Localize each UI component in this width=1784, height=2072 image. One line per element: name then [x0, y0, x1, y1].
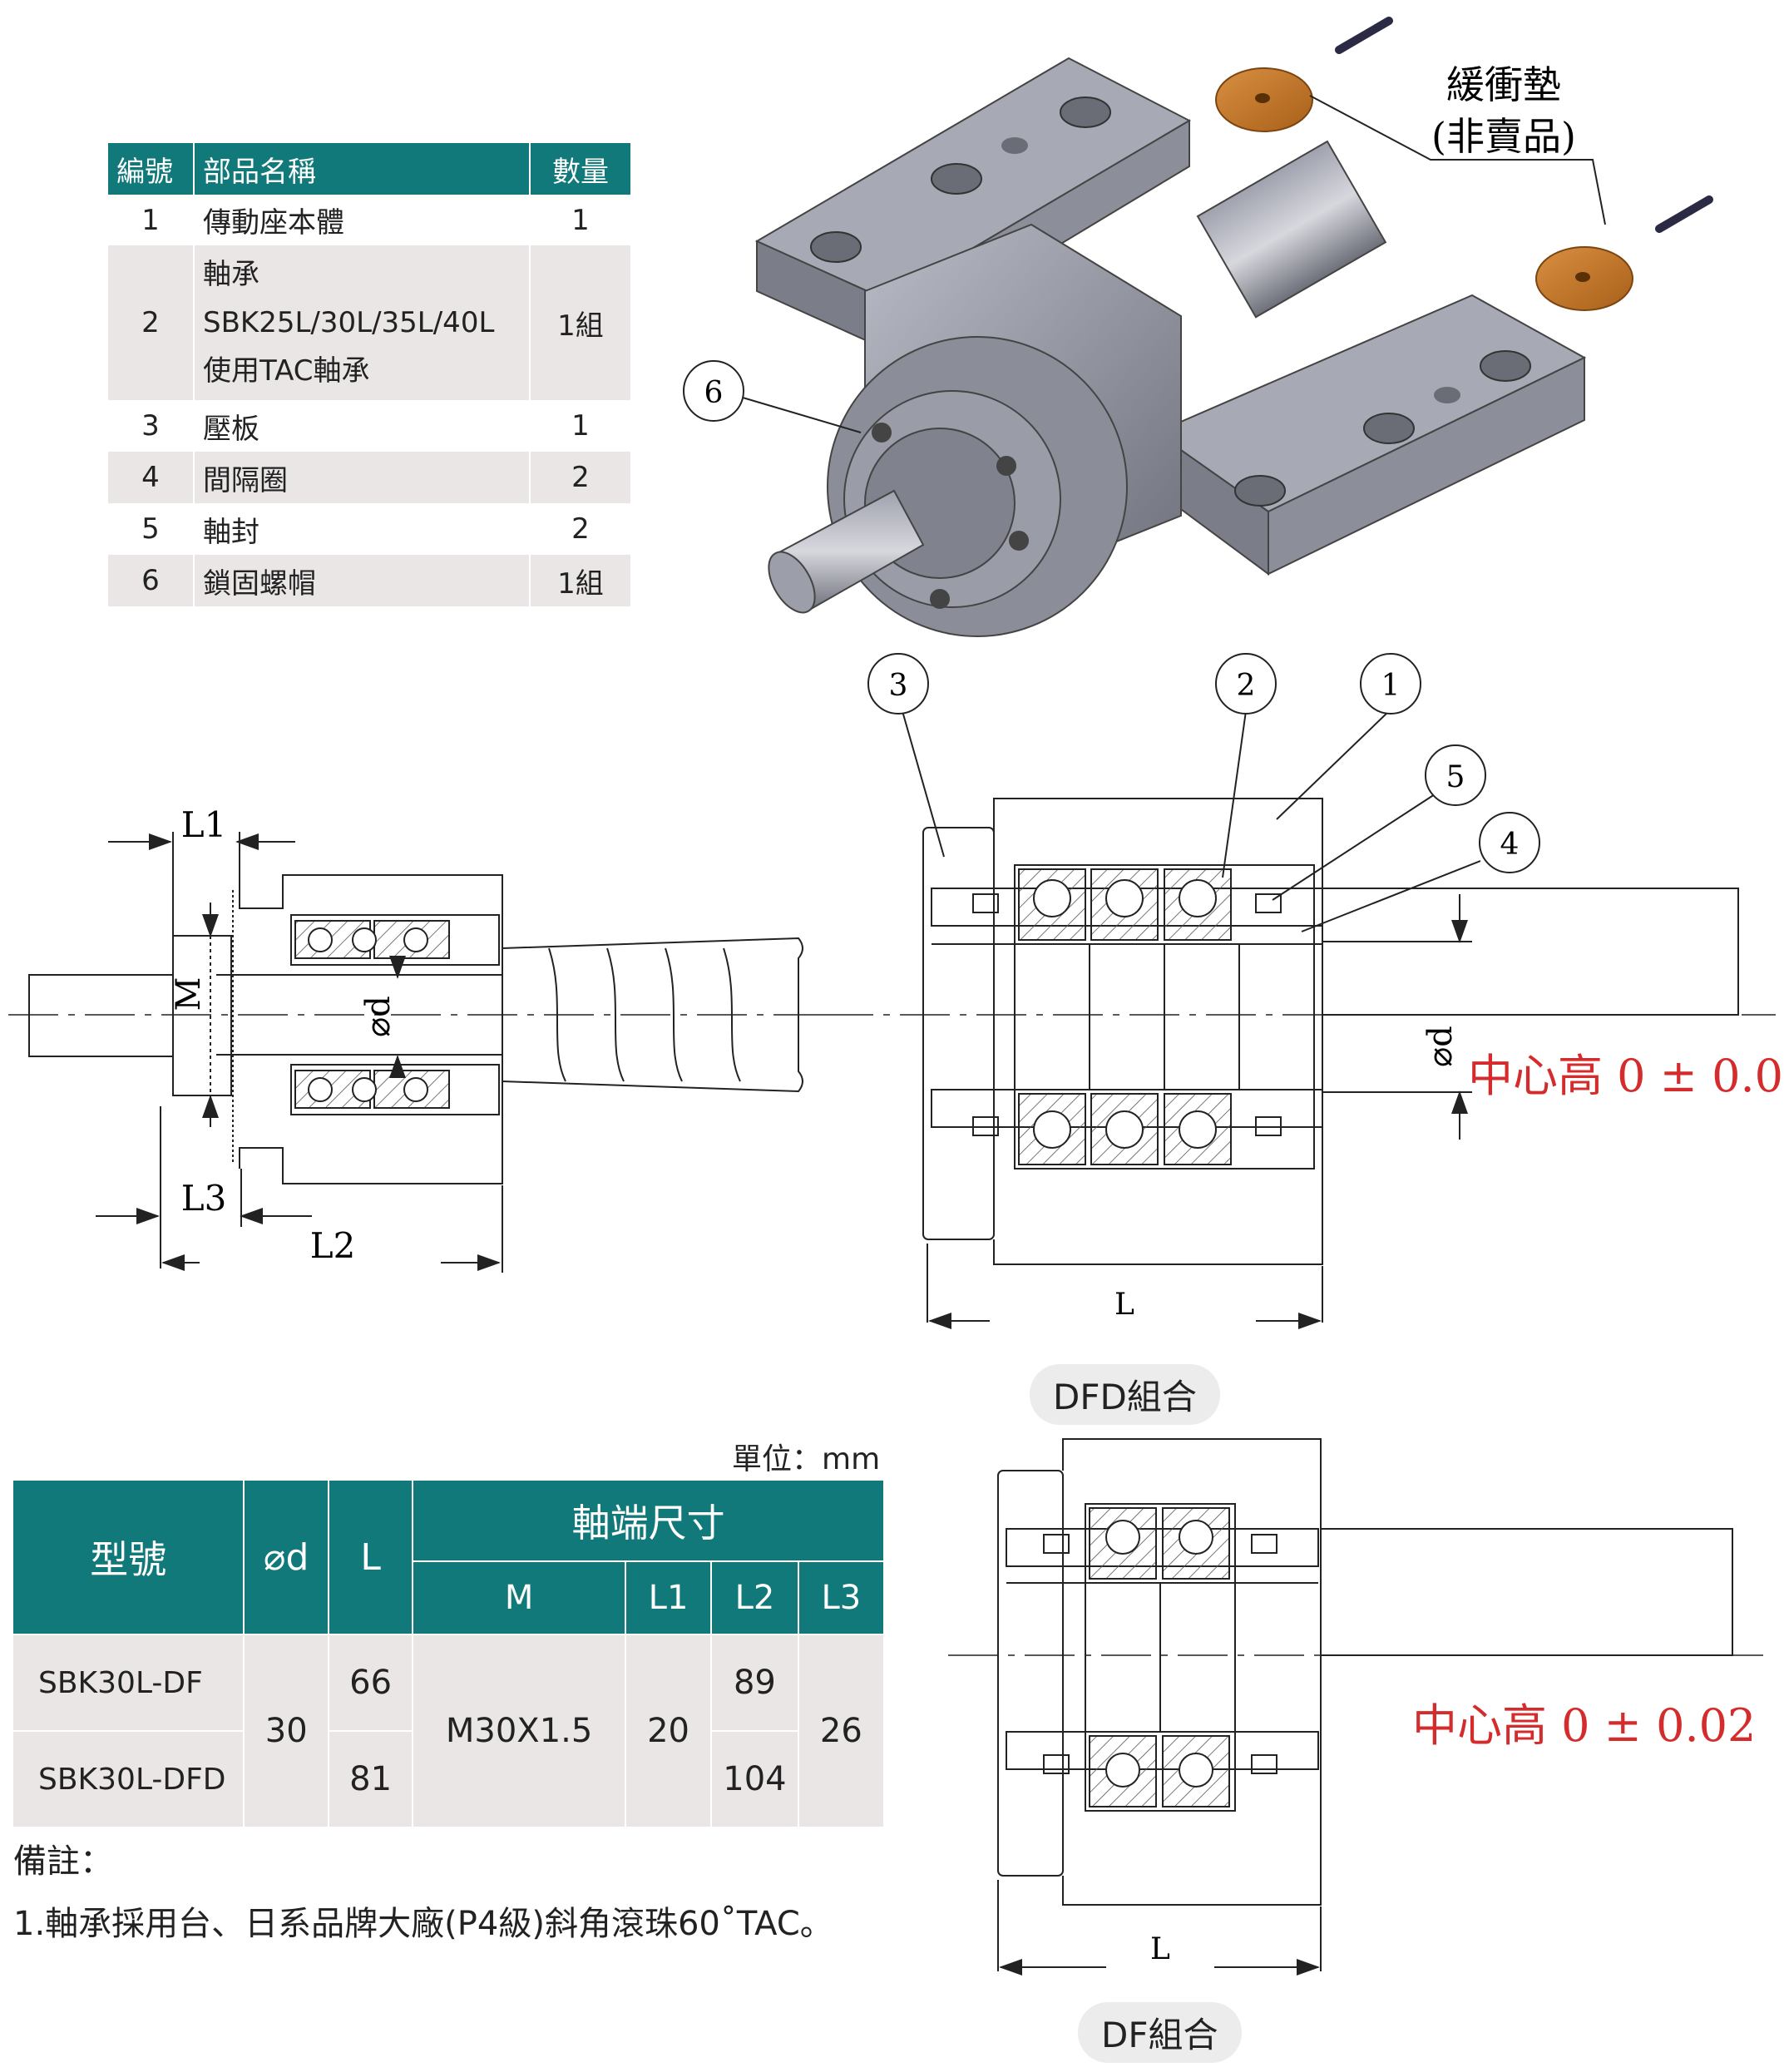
unit-label: 單位：mm — [732, 1442, 881, 1476]
parts-header-qty: 數量 — [530, 143, 632, 195]
part-qty: 2 — [530, 452, 632, 503]
dim-phid-dfd: ⌀d — [1421, 1026, 1460, 1067]
spec-M: M30X1.5 — [412, 1634, 626, 1828]
bumper-label-line1: 緩衝墊 — [1446, 62, 1561, 107]
callout-6-label: 6 — [704, 376, 724, 410]
part-no: 2 — [108, 245, 195, 400]
dfd-label: DFD組合 — [1030, 1364, 1220, 1425]
spec-table: 型號 ⌀d L 軸端尺寸 M L1 L2 L3 SBK30L-DF 30 66 … — [11, 1479, 886, 1828]
part-name: 間隔圈 — [194, 452, 531, 503]
table-row: 2 軸承 SBK25L/30L/35L/40L 使用TAC軸承 1組 — [108, 245, 632, 400]
callout-5-label: 5 — [1446, 760, 1465, 794]
center-height-df: 中心高 0 ± 0.02 — [1412, 1699, 1756, 1752]
dfd-callouts — [867, 653, 1540, 873]
part-name: 軸承 SBK25L/30L/35L/40L 使用TAC軸承 — [194, 245, 531, 400]
callout-3-label: 3 — [889, 669, 908, 703]
center-height-dfd: 中心高 0 ± 0.02 — [1468, 1050, 1784, 1102]
table-row: SBK30L-DFD 81 104 — [11, 1730, 884, 1828]
notes-title: 備註： — [13, 1842, 113, 1881]
dim-phid-left: ⌀d — [359, 996, 398, 1037]
table-row: 4 間隔圈 2 — [108, 452, 632, 503]
part-name: 鎖固螺帽 — [194, 555, 531, 606]
spec-L3: 26 — [797, 1634, 886, 1828]
part-no: 3 — [108, 400, 195, 452]
table-row: 3 壓板 1 — [108, 400, 632, 452]
bumper-pad — [1535, 195, 1713, 311]
spec-model: SBK30L-DFD — [11, 1730, 245, 1828]
part-no: 6 — [108, 555, 195, 606]
part-qty: 1組 — [530, 555, 632, 606]
dim-L-df: L — [1150, 1932, 1170, 1966]
table-row: 1 傳動座本體 1 — [108, 195, 632, 245]
spec-header-L: L — [327, 1479, 414, 1635]
callout-2-label: 2 — [1237, 669, 1256, 703]
table-row: SBK30L-DF 30 66 M30X1.5 20 89 26 — [11, 1634, 886, 1828]
dim-M: M — [170, 977, 208, 1011]
part-name: 壓板 — [194, 400, 531, 452]
part-name: 傳動座本體 — [194, 195, 531, 245]
spec-header-L3: L3 — [797, 1560, 886, 1635]
spec-L: 66 — [327, 1634, 414, 1732]
table-row: 5 軸封 2 — [108, 503, 632, 555]
part-qty: 1 — [530, 400, 632, 452]
spec-d: 30 — [243, 1634, 329, 1828]
spec-header-L1: L1 — [624, 1560, 713, 1635]
part-no: 1 — [108, 195, 195, 245]
left-dimensions — [96, 832, 503, 1273]
bumper-label-line2: (非賣品) — [1431, 114, 1576, 159]
spec-L2: 104 — [710, 1730, 799, 1828]
spec-model: SBK30L-DF — [11, 1634, 245, 1732]
part-no: 5 — [108, 503, 195, 555]
spec-header-shaft: 軸端尺寸 — [412, 1479, 885, 1562]
parts-table: 編號 部品名稱 數量 1 傳動座本體 1 2 軸承 SBK25L/30L/35L… — [108, 143, 632, 606]
part-qty: 1組 — [530, 245, 632, 400]
parts-header-no: 編號 — [108, 143, 195, 195]
part-no: 4 — [108, 452, 195, 503]
spec-header-M: M — [412, 1560, 626, 1635]
dim-L1: L1 — [181, 804, 227, 845]
part-name-line: SBK25L/30L/35L/40L — [203, 306, 495, 339]
part-name: 軸封 — [194, 503, 531, 555]
left-section-view — [8, 874, 832, 1184]
bumper-pad — [1215, 17, 1393, 132]
bracket-3d-render — [754, 17, 1713, 637]
spec-L2: 89 — [710, 1634, 799, 1732]
dim-L3: L3 — [181, 1178, 227, 1219]
part-qty: 1 — [530, 195, 632, 245]
callout-6 — [683, 360, 744, 422]
parts-header-name: 部品名稱 — [194, 143, 531, 195]
spec-header-d: ⌀d — [243, 1479, 329, 1635]
dim-L-dfd: L — [1114, 1288, 1134, 1322]
callout-1-label: 1 — [1381, 669, 1401, 703]
spec-L1: 20 — [624, 1634, 713, 1828]
spec-header-model: 型號 — [11, 1479, 245, 1635]
dfd-assembly-drawing — [823, 710, 1776, 1329]
part-name-line: 軸承 — [203, 258, 259, 291]
table-row: 6 鎖固螺帽 1組 — [108, 555, 632, 606]
callout-4-label: 4 — [1500, 828, 1520, 862]
dim-L2: L2 — [310, 1225, 356, 1266]
df-assembly-drawing — [948, 1438, 1763, 1976]
part-qty: 2 — [530, 503, 632, 555]
notes-line1: 1.軸承採用台、日系品牌大廠(P4級)斜角滾珠60˚TAC。 — [13, 1905, 833, 1943]
part-name-line: 使用TAC軸承 — [203, 354, 370, 388]
spec-L: 81 — [327, 1730, 414, 1828]
df-label: DF組合 — [1078, 2002, 1242, 2063]
spec-header-L2: L2 — [710, 1560, 799, 1635]
